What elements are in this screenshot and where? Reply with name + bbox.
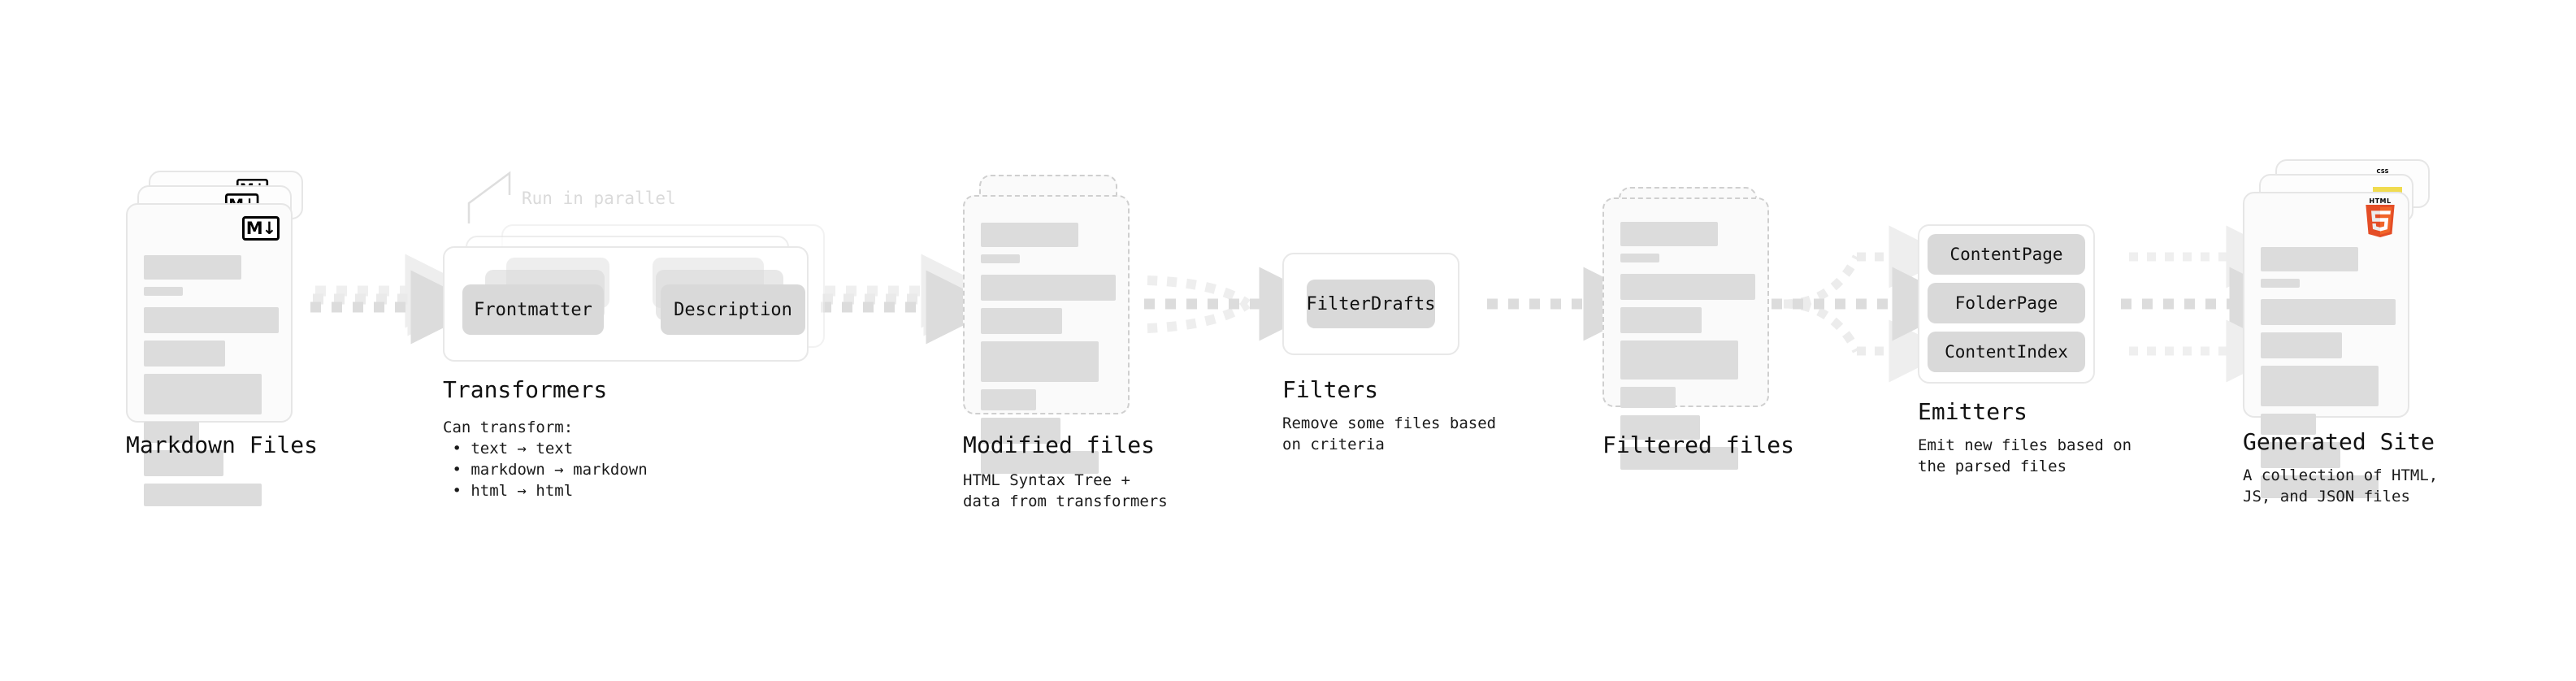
content-bar [144, 484, 262, 506]
generated-site-title: Generated Site [2243, 428, 2435, 455]
content-bar [1620, 447, 1738, 470]
content-bar [981, 341, 1099, 382]
emitters-title: Emitters [1918, 398, 2027, 425]
content-bar [2261, 279, 2300, 288]
arrow-modified-to-filters [1144, 267, 1334, 341]
modified-card-front [963, 195, 1130, 474]
arrow-filtered-to-emitters [1772, 225, 1967, 383]
content-bar [1620, 415, 1700, 440]
filtered-files-title: Filtered files [1602, 432, 1795, 458]
pill-contentpage[interactable]: ContentPage [1928, 234, 2085, 275]
generated-site-stack: CSS HTML [2243, 159, 2446, 498]
content-bar [981, 275, 1116, 301]
content-bar [1620, 274, 1755, 300]
modified-files-title: Modified files [963, 432, 1156, 458]
content-bar [2261, 299, 2396, 325]
markdown-files-stack: M↓ M↓ M↓ [126, 171, 329, 506]
run-in-parallel-label: Run in parallel [522, 189, 676, 208]
transformers-group: Run in parallel Frontmatter Description [443, 189, 825, 362]
content-bar [2261, 475, 2379, 498]
modified-files-stack [963, 175, 1150, 474]
content-bar [1620, 387, 1676, 408]
filters-subtitle: Remove some files based on criteria [1282, 414, 1497, 453]
html5-icon-label: HTML [2369, 197, 2392, 205]
pill-folderpage[interactable]: FolderPage [1928, 283, 2085, 323]
site-card-front: HTML [2243, 192, 2409, 498]
transformers-title: Transformers [443, 376, 608, 403]
card-content [1620, 222, 1755, 477]
pill-frontmatter[interactable]: Frontmatter [462, 284, 604, 335]
card-content [144, 255, 279, 514]
css-icon-label: CSS [2376, 168, 2389, 175]
content-bar [981, 254, 1020, 263]
content-bar [981, 308, 1062, 334]
generated-site-subtitle: A collection of HTML, JS, and JSON files [2243, 466, 2439, 505]
content-bar [1620, 340, 1738, 380]
pill-filterdrafts[interactable]: FilterDrafts [1307, 280, 1435, 328]
content-bar [2261, 247, 2358, 271]
card-content [2261, 247, 2396, 505]
html5-shield [2366, 205, 2395, 237]
filtered-files-stack [1602, 187, 1789, 470]
content-bar [144, 287, 183, 296]
content-bar [1620, 307, 1702, 333]
content-bar [2261, 414, 2316, 435]
content-bar [2261, 366, 2379, 406]
arrow-transformers-to-modified [821, 254, 1000, 345]
content-bar [144, 450, 223, 476]
filtered-card-front [1602, 197, 1769, 470]
content-bar [2261, 332, 2342, 358]
content-bar [1620, 222, 1718, 246]
content-bar [144, 374, 262, 414]
pill-contentindex[interactable]: ContentIndex [1928, 332, 2085, 372]
transformers-subtitle: Can transform: • text → text • markdown … [443, 419, 648, 500]
content-bar [144, 422, 199, 443]
content-bar [2261, 442, 2340, 468]
filters-group: FilterDrafts [1282, 253, 1459, 355]
markdown-card-front: M↓ [126, 203, 293, 506]
content-bar [981, 418, 1060, 444]
emitters-group: ContentPage FolderPage ContentIndex [1918, 224, 2095, 384]
html5-icon: HTML [2364, 197, 2396, 237]
emitters-subtitle: Emit new files based on the parsed files [1918, 436, 2132, 475]
modified-files-subtitle: HTML Syntax Tree + data from transformer… [963, 471, 1168, 510]
content-bar [1620, 254, 1659, 262]
content-bar [144, 307, 279, 333]
filters-title: Filters [1282, 376, 1379, 403]
content-bar [144, 340, 225, 367]
arrow-emitters-to-site [2121, 225, 2304, 383]
content-bar [144, 255, 241, 280]
markdown-files-title: Markdown Files [126, 432, 319, 458]
content-bar [981, 451, 1099, 474]
content-bar [981, 223, 1078, 247]
markdown-icon: M↓ [242, 216, 280, 241]
content-bar [981, 389, 1036, 410]
card-content [981, 223, 1116, 481]
pill-description[interactable]: Description [661, 284, 805, 335]
